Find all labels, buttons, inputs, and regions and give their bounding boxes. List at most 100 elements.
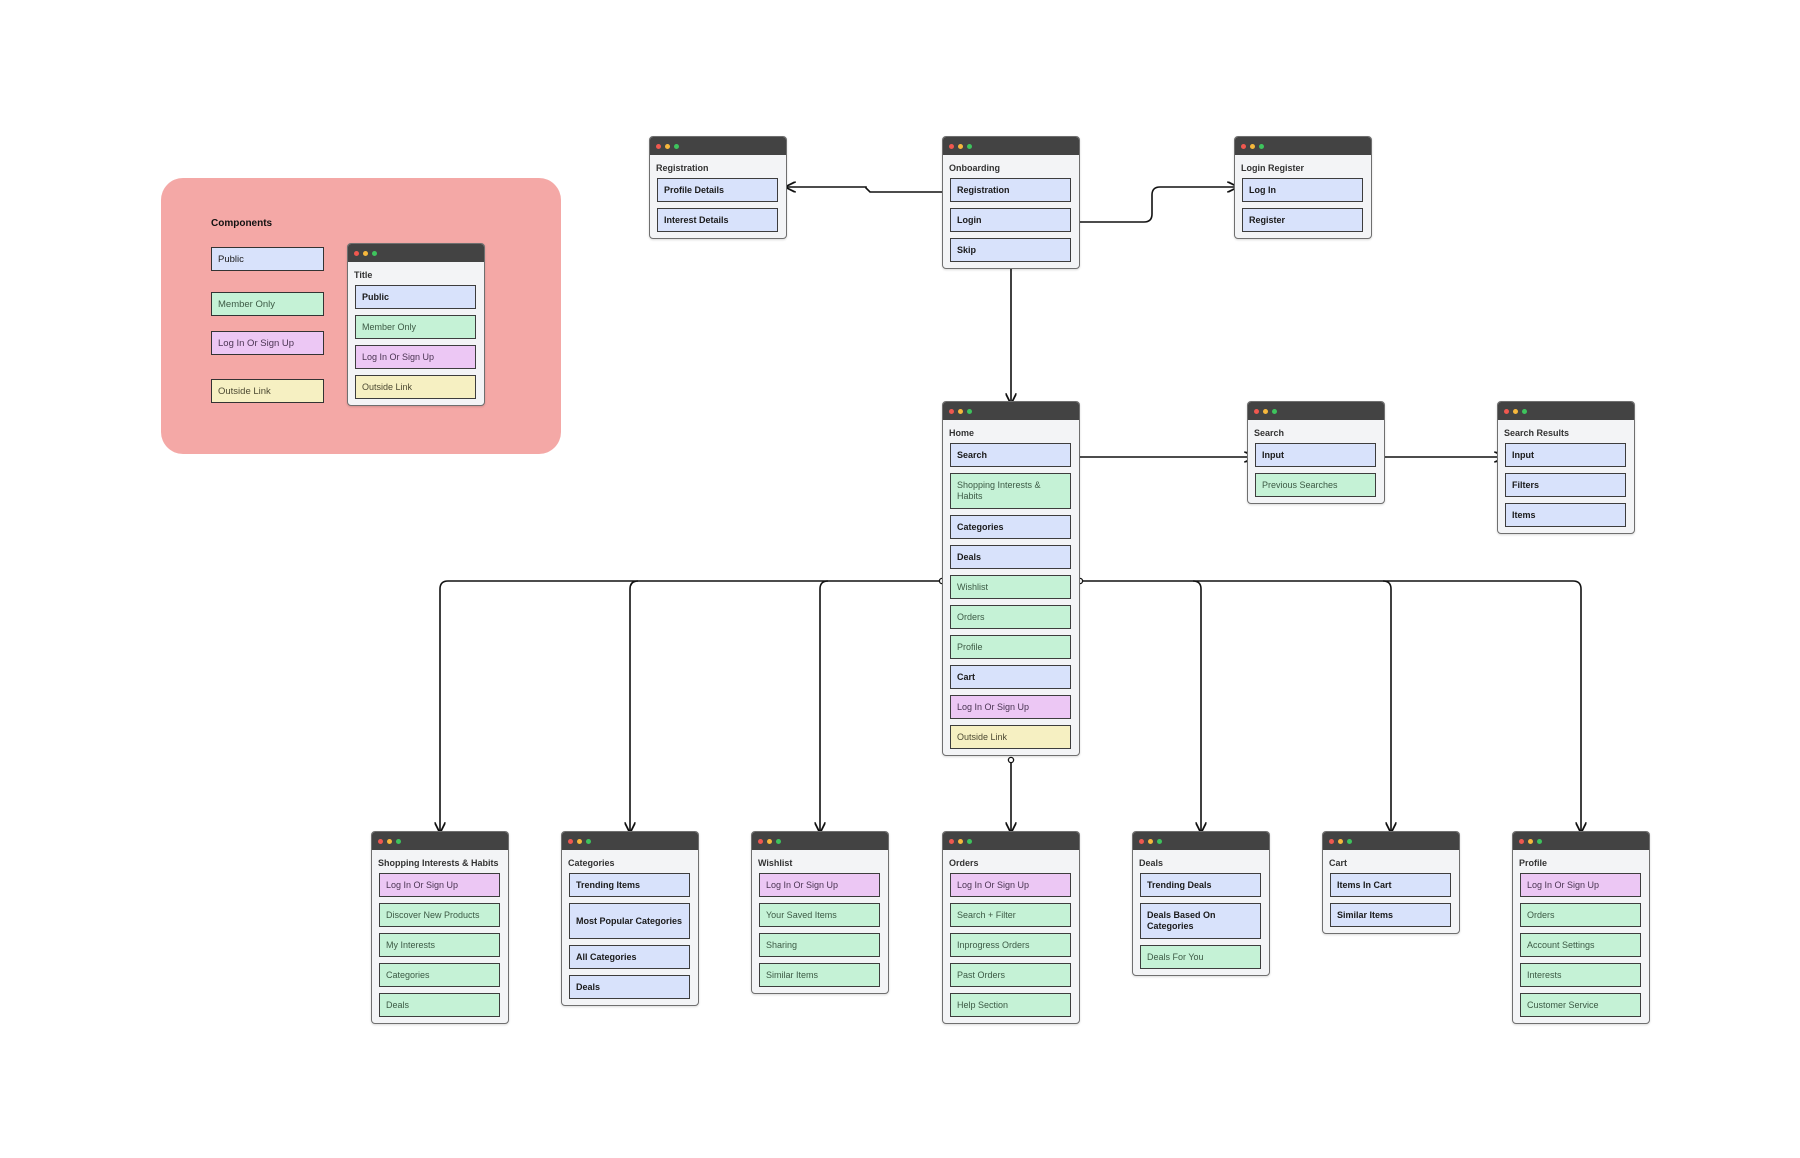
close-dot-icon	[949, 408, 954, 414]
screen-item-member: Sharing	[759, 933, 880, 957]
screen-item-public: All Categories	[569, 945, 690, 969]
screen-item-public: Deals	[569, 975, 690, 999]
connector-home-to-profile	[1080, 580, 1581, 832]
window-title-bar	[1133, 832, 1269, 850]
screen-item-public: Cart	[950, 665, 1071, 689]
close-dot-icon	[1254, 408, 1259, 414]
screen-item-member: Similar Items	[759, 963, 880, 987]
close-dot-icon	[1139, 838, 1144, 844]
screen-item-member: Customer Service	[1520, 993, 1641, 1017]
screen-item-member: Interests	[1520, 963, 1641, 987]
screen-item-member: Categories	[379, 963, 500, 987]
legend-key-member-only: Member Only	[211, 292, 324, 316]
minimize-dot-icon	[1148, 838, 1153, 844]
maximize-dot-icon	[1537, 838, 1542, 844]
screen-item-public: Public	[355, 285, 476, 309]
close-dot-icon	[354, 250, 359, 256]
close-dot-icon	[1504, 408, 1509, 414]
screen-item-login: Log In Or Sign Up	[379, 873, 500, 897]
screen-item-member: Orders	[950, 605, 1071, 629]
minimize-dot-icon	[958, 838, 963, 844]
window-title: Shopping Interests & Habits	[378, 858, 499, 868]
screen-item-public: Input	[1505, 443, 1626, 467]
close-dot-icon	[949, 838, 954, 844]
window-title: Categories	[568, 858, 615, 868]
screen-item-public: Trending Items	[569, 873, 690, 897]
window-title-bar	[752, 832, 888, 850]
screen-item-member: Help Section	[950, 993, 1071, 1017]
minimize-dot-icon	[767, 838, 772, 844]
close-dot-icon	[758, 838, 763, 844]
screen-item-member: Profile	[950, 635, 1071, 659]
minimize-dot-icon	[387, 838, 392, 844]
window-title-bar	[1513, 832, 1649, 850]
maximize-dot-icon	[586, 838, 591, 844]
screen-item-public: Deals Based On Categories	[1140, 903, 1261, 939]
screen-item-public: Items In Cart	[1330, 873, 1451, 897]
minimize-dot-icon	[958, 408, 963, 414]
screen-item-login: Log In Or Sign Up	[950, 873, 1071, 897]
screen-item-public: Items	[1505, 503, 1626, 527]
connector-onboarding-to-registration	[786, 187, 950, 193]
close-dot-icon	[568, 838, 573, 844]
minimize-dot-icon	[665, 143, 670, 149]
screen-item-member: Past Orders	[950, 963, 1071, 987]
window-title-bar	[1323, 832, 1459, 850]
minimize-dot-icon	[1513, 408, 1518, 414]
screen-item-public: Profile Details	[657, 178, 778, 202]
minimize-dot-icon	[1528, 838, 1533, 844]
legend-key-outside-link: Outside Link	[211, 379, 324, 403]
screen-item-login: Log In Or Sign Up	[355, 345, 476, 369]
maximize-dot-icon	[1157, 838, 1162, 844]
window-title: Search Results	[1504, 428, 1570, 438]
screen-item-member: Wishlist	[950, 575, 1071, 599]
window-title: Registration	[656, 163, 709, 173]
connector-home-to-deals	[1192, 580, 1201, 832]
screen-item-login: Log In Or Sign Up	[1520, 873, 1641, 897]
close-dot-icon	[656, 143, 661, 149]
minimize-dot-icon	[577, 838, 582, 844]
screen-item-public: Filters	[1505, 473, 1626, 497]
window-title: Search	[1254, 428, 1285, 438]
screen-item-public: Register	[1242, 208, 1363, 232]
window-title: Cart	[1329, 858, 1348, 868]
screen-item-member: Deals For You	[1140, 945, 1261, 969]
screen-item-public: Log In	[1242, 178, 1363, 202]
minimize-dot-icon	[1338, 838, 1343, 844]
window-title-bar	[650, 137, 786, 155]
screen-item-login: Log In Or Sign Up	[759, 873, 880, 897]
window-title-bar	[1248, 402, 1384, 420]
window-title: Title	[354, 270, 373, 280]
screen-item-member: Previous Searches	[1255, 473, 1376, 497]
connector-onboarding-to-login-register	[1072, 187, 1237, 223]
maximize-dot-icon	[967, 143, 972, 149]
connector-home-to-cart	[1382, 580, 1391, 832]
minimize-dot-icon	[1250, 143, 1255, 149]
window-title-bar	[1235, 137, 1371, 155]
window-title-bar	[1498, 402, 1634, 420]
window-title: Profile	[1519, 858, 1548, 868]
maximize-dot-icon	[1259, 143, 1264, 149]
screen-item-public: Deals	[950, 545, 1071, 569]
screen-item-outside: Outside Link	[950, 725, 1071, 749]
screen-item-public: Categories	[950, 515, 1071, 539]
screen-item-public: Trending Deals	[1140, 873, 1261, 897]
screen-item-public: Interest Details	[657, 208, 778, 232]
